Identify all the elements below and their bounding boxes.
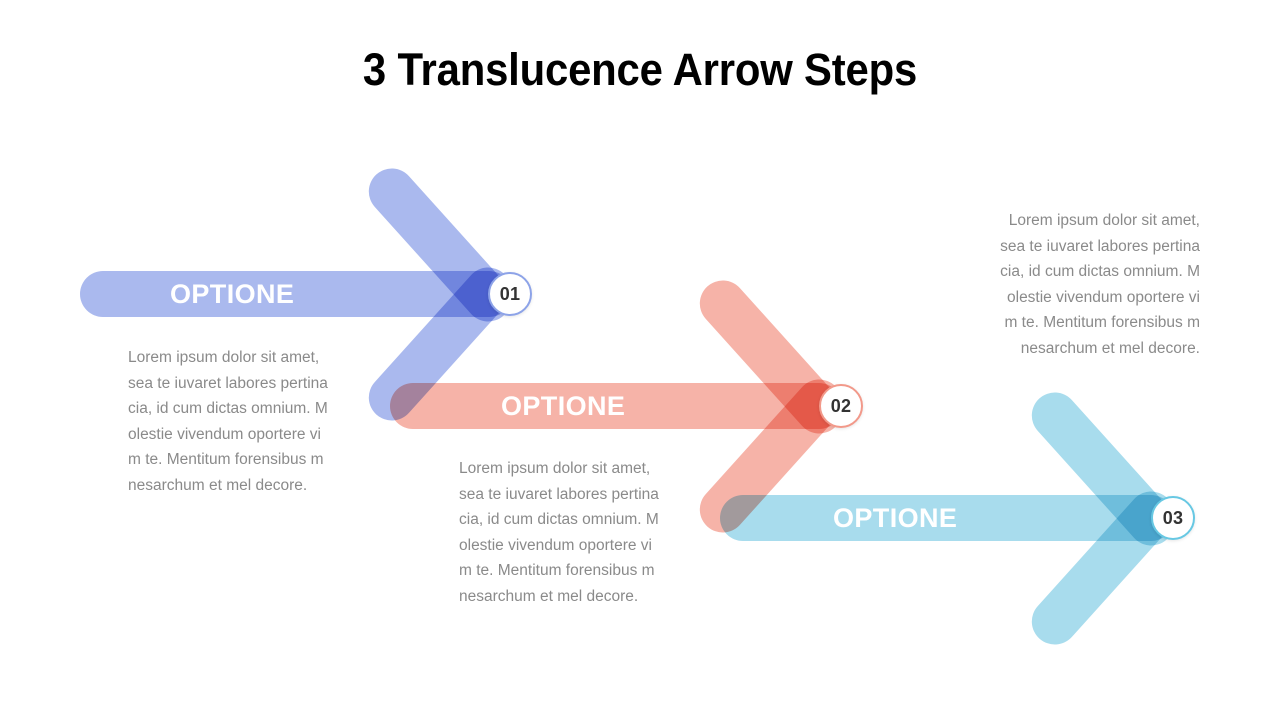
step-3-label: OPTIONE xyxy=(833,503,958,533)
step-3-bar xyxy=(720,495,1174,541)
step-2-number: 02 xyxy=(830,395,852,416)
step-2-description: Lorem ipsum dolor sit amet, sea te iuvar… xyxy=(459,460,659,605)
step-2-number-badge: 02 xyxy=(819,384,863,428)
step-3-number-badge: 03 xyxy=(1151,496,1195,540)
step-2-label: OPTIONE xyxy=(501,391,626,421)
step-3-number: 03 xyxy=(1162,507,1184,528)
step-1-description: Lorem ipsum dolor sit amet, sea te iuvar… xyxy=(128,349,328,494)
step-3-description: Lorem ipsum dolor sit amet, sea te iuvar… xyxy=(1000,212,1200,357)
step-1-number: 01 xyxy=(499,283,521,304)
step-1-number-badge: 01 xyxy=(488,272,532,316)
step-1-label: OPTIONE xyxy=(170,279,295,309)
page-title: 3 Translucence Arrow Steps xyxy=(362,44,918,95)
step-2-bar xyxy=(390,383,842,429)
